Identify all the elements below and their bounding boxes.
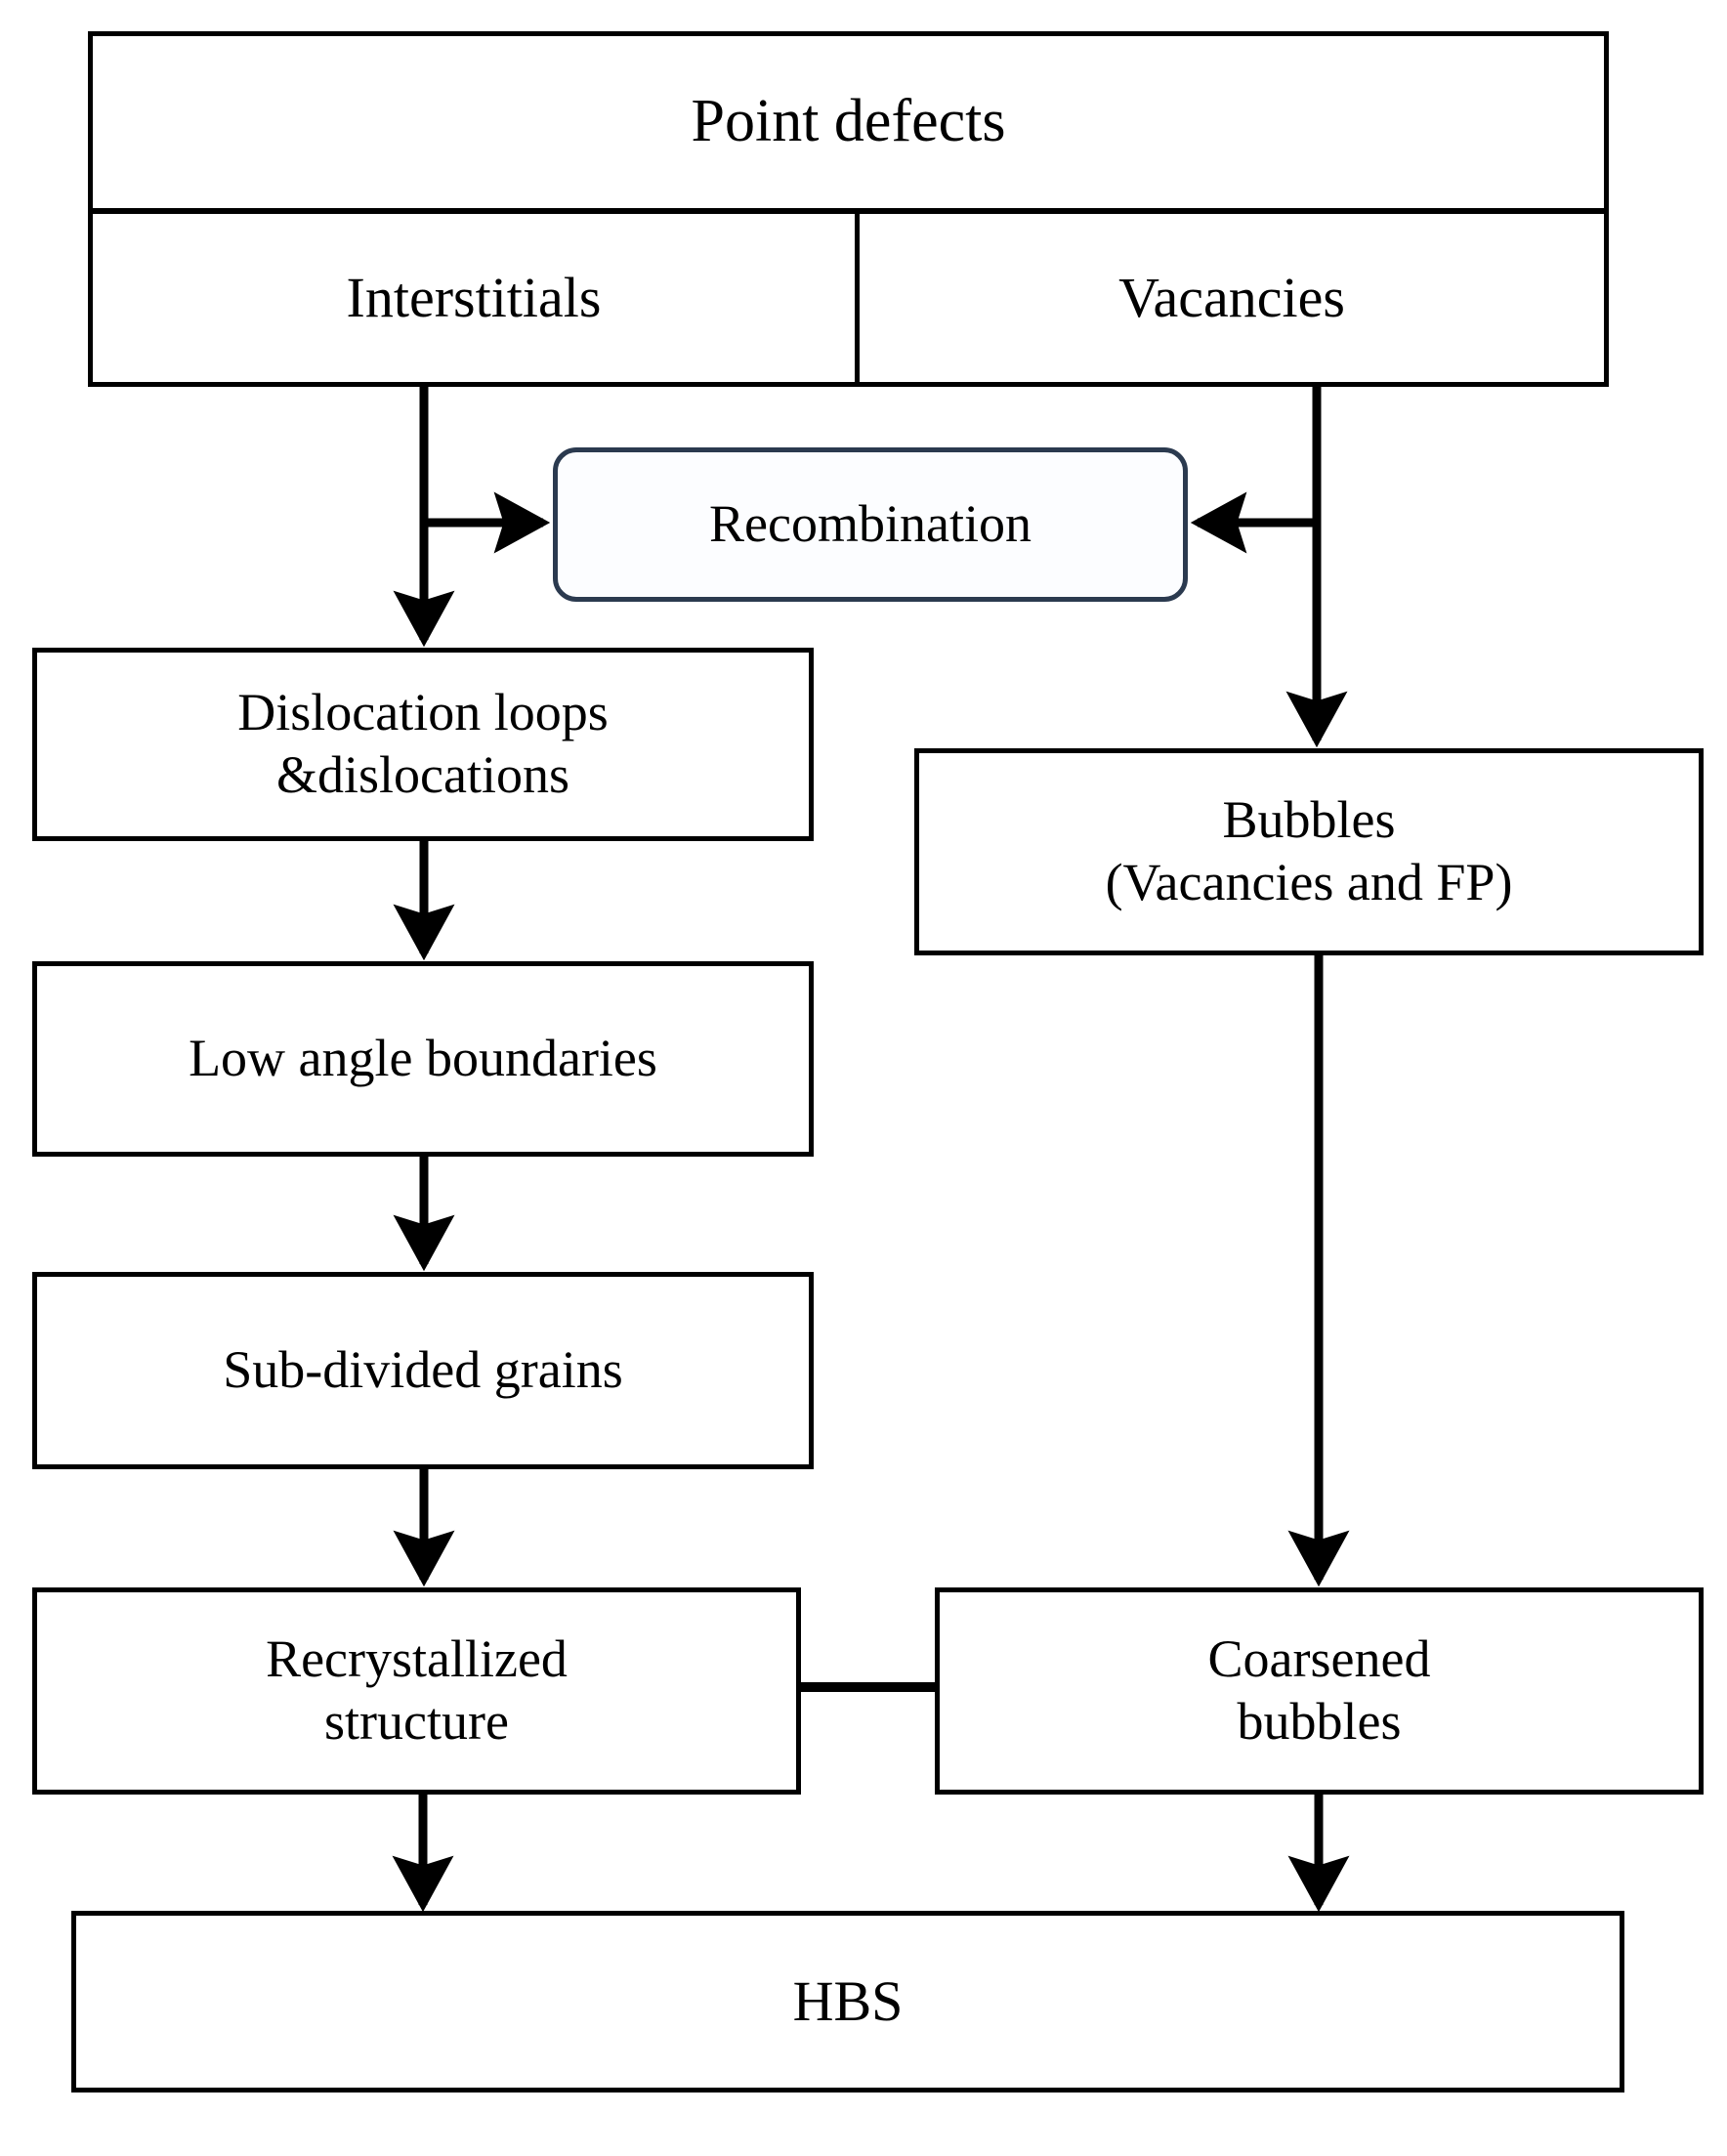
node-interstitials-label: Interstitials — [346, 265, 602, 329]
node-interstitials[interactable]: Interstitials — [88, 209, 860, 387]
node-dislocation-loops[interactable]: Dislocation loops &dislocations — [32, 648, 814, 841]
node-recrystallized-structure-label: Recrystallized structure — [266, 1629, 568, 1751]
node-point-defects-label: Point defects — [691, 88, 1006, 155]
node-bubbles[interactable]: Bubbles (Vacancies and FP) — [914, 748, 1704, 955]
node-hbs-label: HBS — [792, 1968, 904, 2033]
node-sub-divided-grains-label: Sub-divided grains — [223, 1340, 623, 1400]
node-low-angle-boundaries[interactable]: Low angle boundaries — [32, 961, 814, 1157]
node-coarsened-bubbles[interactable]: Coarsened bubbles — [935, 1587, 1704, 1795]
node-low-angle-boundaries-label: Low angle boundaries — [189, 1029, 657, 1088]
node-dislocation-loops-label: Dislocation loops &dislocations — [237, 683, 609, 804]
node-recombination-label: Recombination — [709, 494, 1032, 554]
node-point-defects[interactable]: Point defects — [88, 31, 1609, 213]
node-sub-divided-grains[interactable]: Sub-divided grains — [32, 1272, 814, 1469]
node-hbs[interactable]: HBS — [71, 1911, 1624, 2093]
node-bubbles-label: Bubbles (Vacancies and FP) — [1105, 790, 1513, 911]
node-vacancies[interactable]: Vacancies — [855, 209, 1609, 387]
node-recrystallized-structure[interactable]: Recrystallized structure — [32, 1587, 801, 1795]
node-recombination[interactable]: Recombination — [553, 447, 1188, 602]
node-vacancies-label: Vacancies — [1118, 265, 1345, 329]
node-coarsened-bubbles-label: Coarsened bubbles — [1207, 1629, 1431, 1751]
